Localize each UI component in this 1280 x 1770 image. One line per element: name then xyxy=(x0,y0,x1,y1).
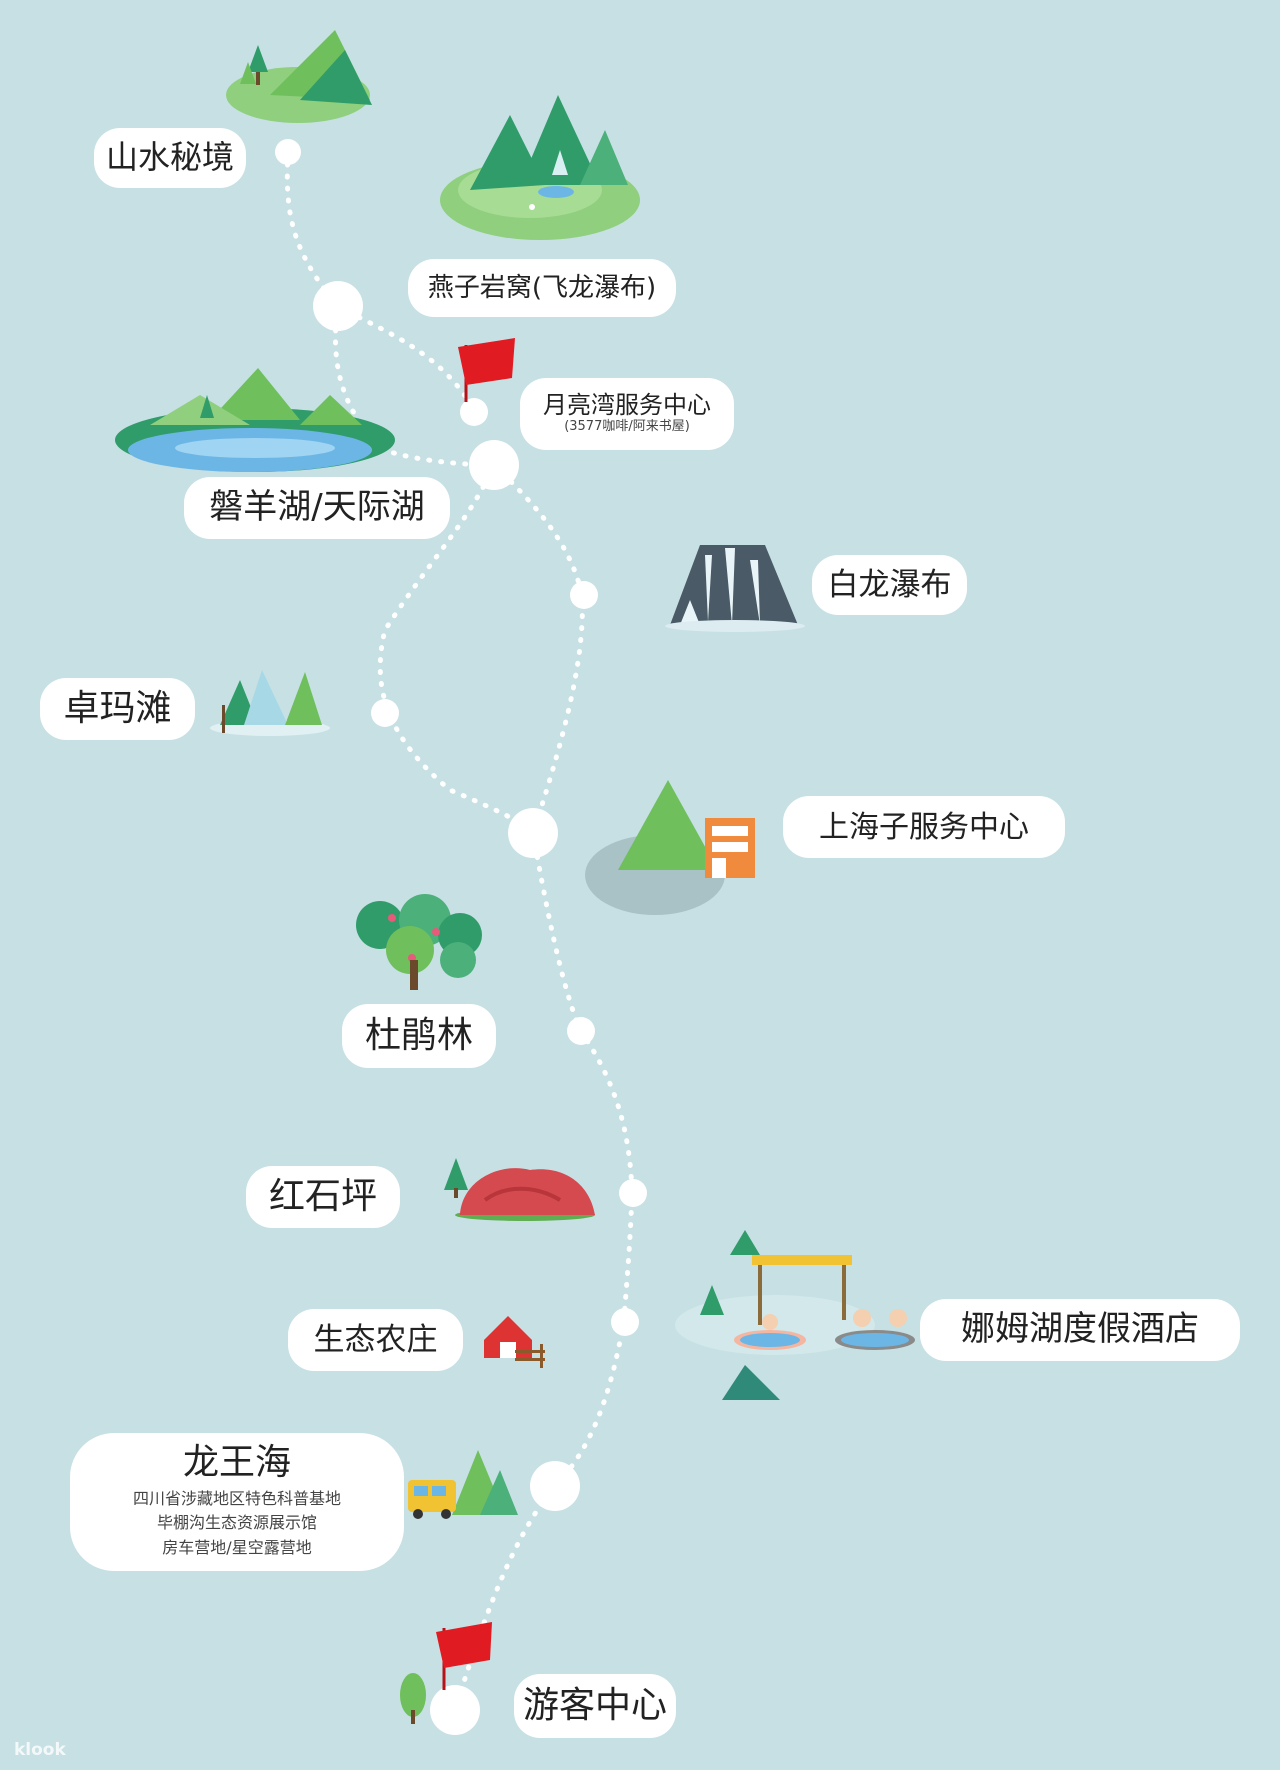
label-shanghaizi[interactable]: 上海子服务中心 xyxy=(783,796,1065,858)
label-bailong[interactable]: 白龙瀑布 xyxy=(812,555,967,615)
stop-name: 娜姆湖度假酒店 xyxy=(961,1309,1199,1350)
stop-subtitle-line: 四川省涉藏地区特色科普基地 xyxy=(132,1488,341,1508)
stop-name: 月亮湾服务中心 xyxy=(543,391,711,420)
camper-van-icon xyxy=(408,1450,518,1519)
stop-name: 燕子岩窝(飞龙瀑布) xyxy=(427,272,657,303)
stop-subtitle: (3577咖啡/阿来书屋) xyxy=(564,418,690,434)
stop-name: 白龙瀑布 xyxy=(827,566,952,603)
stop-name: 杜鹃林 xyxy=(364,1015,473,1057)
route-node xyxy=(430,1685,480,1735)
klook-watermark: klook xyxy=(14,1740,66,1760)
route-node xyxy=(469,440,519,490)
stop-name: 上海子服务中心 xyxy=(819,809,1029,845)
label-longwang[interactable]: 龙王海 四川省涉藏地区特色科普基地 毕棚沟生态资源展示馆 房车营地/星空露营地 xyxy=(70,1433,404,1571)
mountain-icon xyxy=(226,30,372,123)
route-node xyxy=(570,581,598,609)
label-shengtai[interactable]: 生态农庄 xyxy=(288,1309,463,1371)
label-hongshi[interactable]: 红石坪 xyxy=(246,1166,400,1228)
route-nodes xyxy=(275,139,647,1735)
tree-icon xyxy=(400,1673,426,1724)
label-dujuan[interactable]: 杜鹃林 xyxy=(342,1004,496,1068)
route-node xyxy=(567,1017,595,1045)
flag-icon xyxy=(436,1622,492,1690)
route-node xyxy=(371,699,399,727)
label-yanzi[interactable]: 燕子岩窝(飞龙瀑布) xyxy=(408,259,676,317)
route-node xyxy=(530,1461,580,1511)
tree-icon xyxy=(356,894,482,990)
stop-name: 红石坪 xyxy=(268,1176,377,1218)
barn-icon xyxy=(484,1316,545,1368)
label-youke[interactable]: 游客中心 xyxy=(514,1674,676,1738)
lake-icon xyxy=(115,368,395,472)
route-node xyxy=(611,1308,639,1336)
waterfall-icon xyxy=(665,545,805,632)
stop-name: 卓玛滩 xyxy=(63,688,172,730)
route-node xyxy=(508,808,558,858)
building-icon xyxy=(585,780,755,915)
stop-subtitle-line: 毕棚沟生态资源展示馆 xyxy=(156,1513,317,1533)
label-zhuoma[interactable]: 卓玛滩 xyxy=(40,678,195,740)
label-yueliangwan[interactable]: 月亮湾服务中心 (3577咖啡/阿来书屋) xyxy=(520,378,734,450)
label-namu[interactable]: 娜姆湖度假酒店 xyxy=(920,1299,1240,1361)
waterfall-icon xyxy=(210,670,330,736)
route-node xyxy=(275,139,301,165)
route-node xyxy=(313,281,363,331)
stop-name: 生态农庄 xyxy=(313,1321,438,1358)
stop-name: 龙王海 xyxy=(182,1442,291,1483)
flag-icon xyxy=(458,338,515,402)
waterfall-icon xyxy=(440,95,640,240)
stop-name: 磐羊湖/天际湖 xyxy=(209,487,425,528)
hot-spring-icon xyxy=(675,1230,915,1400)
stop-subtitle-line: 房车营地/星空露营地 xyxy=(162,1538,312,1558)
label-shanshui[interactable]: 山水秘境 xyxy=(94,128,246,188)
stop-name: 山水秘境 xyxy=(106,138,235,177)
route-node xyxy=(619,1179,647,1207)
label-panyang[interactable]: 磐羊湖/天际湖 xyxy=(184,477,450,539)
route-node xyxy=(460,398,488,426)
stop-name: 游客中心 xyxy=(523,1685,668,1727)
red-rock-icon xyxy=(444,1158,595,1221)
